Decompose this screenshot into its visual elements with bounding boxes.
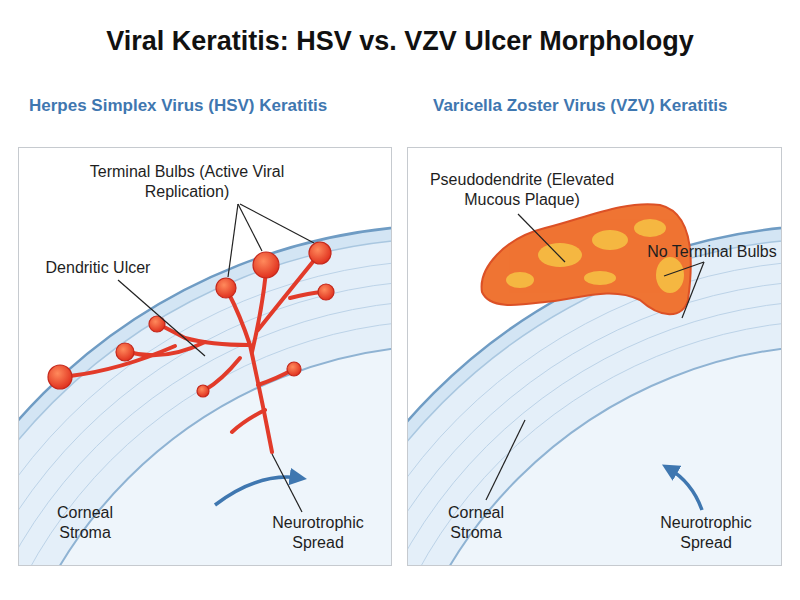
mottle-spot [538,243,582,267]
callout-label: No Terminal Bulbs [632,242,792,262]
leader-line [486,420,525,500]
spread-arrow [668,468,702,510]
terminal-bulb [116,343,134,361]
mottle-spot [506,272,534,288]
mottle-spot [592,230,628,250]
panel-box: Varicella Zoster Virus (VZV) Keratitis [407,147,782,566]
panel-heading: Varicella Zoster Virus (VZV) Keratitis [433,95,727,117]
mottle-spot [656,257,684,293]
spread-arrow [215,477,300,505]
diagram-title: Viral Keratitis: HSV vs. VZV Ulcer Morph… [0,24,800,58]
panel-heading: Herpes Simplex Virus (HSV) Keratitis [29,95,327,117]
dendritic-ulcer [70,258,322,452]
cornea-illustration [407,225,782,566]
leader-line [238,204,262,251]
leader-lines [118,204,704,512]
callout-label: Terminal Bulbs (Active Viral Replication… [82,162,292,202]
stroma-line [407,300,782,566]
callout-label: Dendritic Ulcer [28,258,168,278]
leader-line [118,280,205,356]
ulcer-branch [205,358,240,390]
corneal-endothelium [407,345,782,566]
leader-line [240,204,314,243]
leader-line [518,214,565,262]
corneal-epithelium [407,225,782,566]
terminal-bulb [253,252,279,278]
corneal-endothelium [18,345,392,566]
leader-line [682,262,704,318]
callout-label: Corneal Stroma [436,503,516,543]
leader-line [228,204,238,277]
terminal-bulb [197,385,209,397]
corneal-epithelium [18,225,392,566]
terminal-bulb [309,242,331,264]
corneal-layer [18,238,392,566]
callout-label: Corneal Stroma [45,503,125,543]
mottle-spot [634,219,666,237]
leader-line [664,262,704,276]
stroma-line [18,300,392,566]
ulcer-branch [228,292,272,452]
stroma-line [18,260,392,566]
ulcer-branch [290,292,322,298]
callout-label: Neurotrophic Spread [651,513,761,553]
stroma-line [407,280,782,566]
ulcer-branch [232,410,265,432]
terminal-bulb [287,362,301,376]
ulcer-branch [258,370,292,385]
mottle-spot [584,271,616,285]
stroma-line [18,280,392,566]
terminal-bulb [318,284,334,300]
stroma-line [407,260,782,566]
leader-line [272,454,302,512]
callout-label: Neurotrophic Spread [263,513,373,553]
callout-label: Pseudodendrite (Elevated Mucous Plaque) [407,170,637,210]
stroma-line [407,320,782,566]
stroma-line [18,320,392,566]
terminal-bulb [48,365,72,389]
ulcer-branch [252,272,266,352]
terminal-bulb [216,278,236,298]
cornea-illustration [18,225,392,566]
panel-box: Herpes Simplex Virus (HSV) Keratitis [18,147,392,566]
